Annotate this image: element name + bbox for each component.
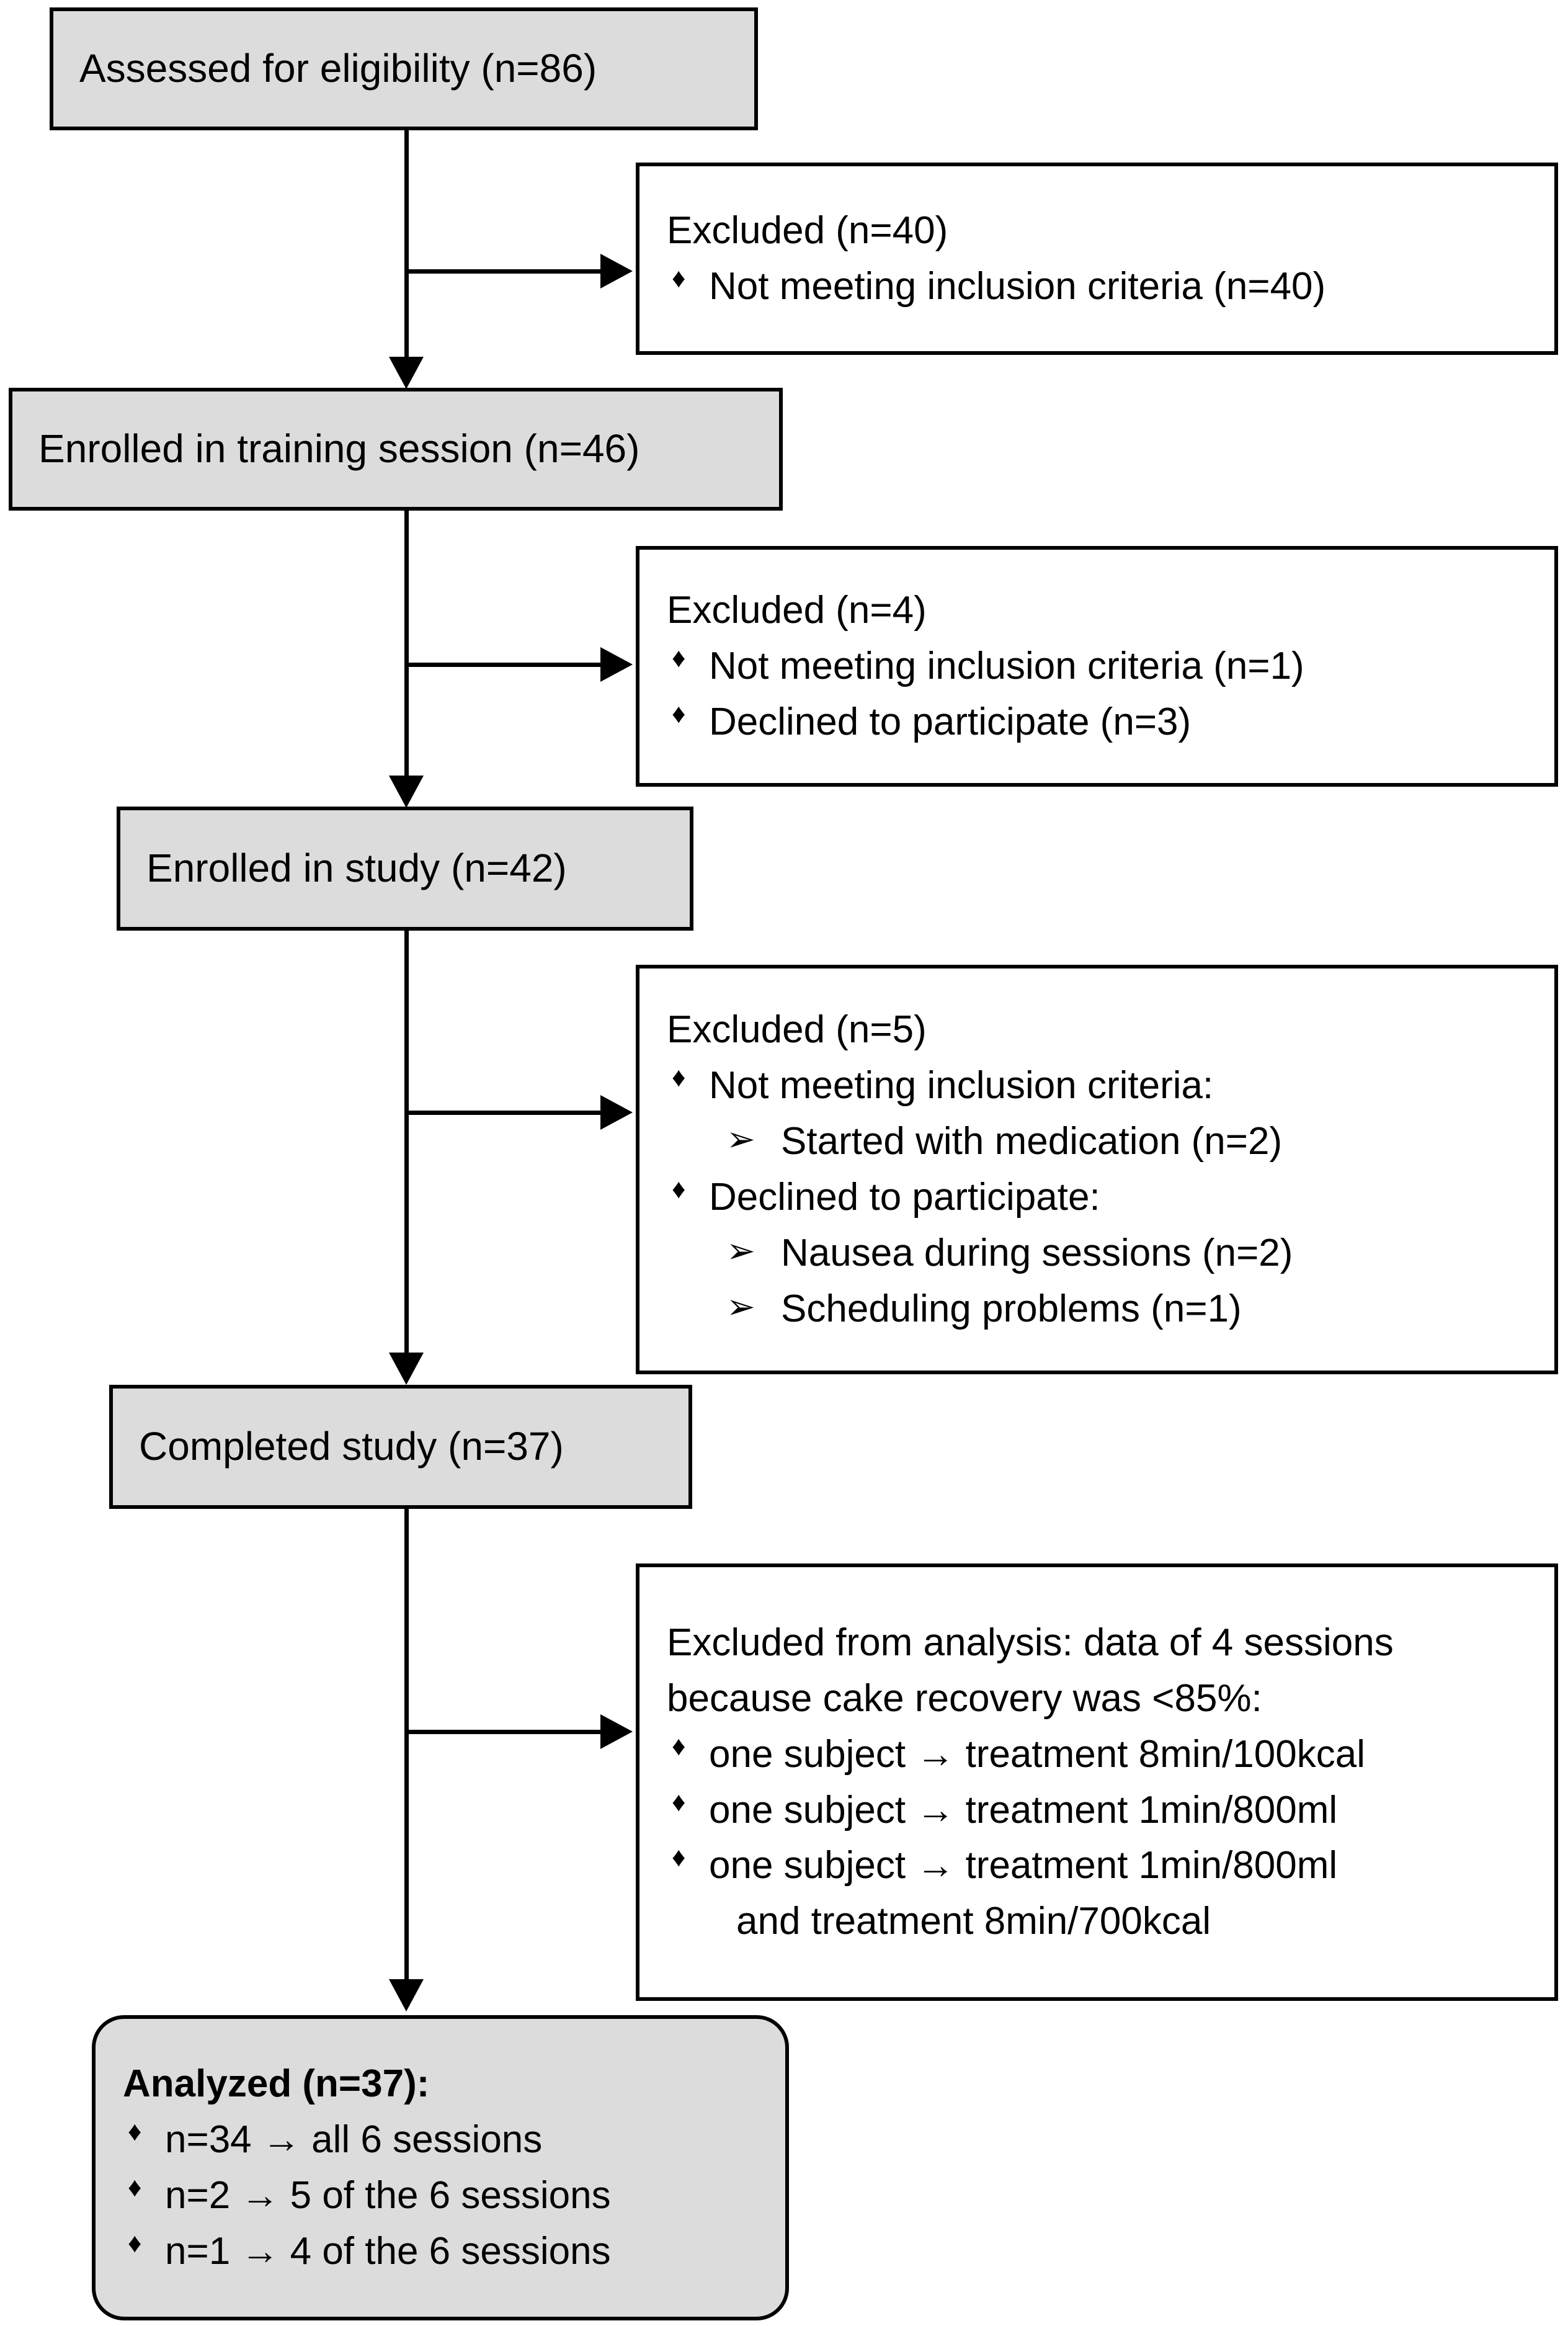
excluded-analysis-list: ♦ one subject → treatment 8min/100kcal ♦… [639,1727,1554,1894]
node-enrolled-study: Enrolled in study (n=42) [117,807,693,931]
list-item: ♦ one subject → treatment 1min/800ml [639,1783,1554,1838]
excluded-1-heading: Excluded (n=40) [667,209,948,253]
list-item-text: Declined to participate (n=3) [709,700,1192,743]
excluded-3-heading: Excluded (n=5) [667,1008,927,1052]
node-enrolled-training-label: Enrolled in training session (n=46) [38,426,640,472]
connector-arrowhead-right-1 [600,254,633,289]
list-item-text: Not meeting inclusion criteria (n=40) [709,265,1326,308]
diamond-bullet-icon: ♦ [672,643,686,674]
excluded-1-list: ♦ Not meeting inclusion criteria (n=40) [639,259,1554,315]
list-item: ♦ Declined to participate: [639,1170,1554,1225]
excluded-analysis-continuation-line: and treatment 8min/700kcal [736,1900,1211,1943]
connector-hline-1 [404,269,603,274]
list-item-text: Not meeting inclusion criteria: [709,1064,1214,1107]
connector-vline-3 [404,931,409,1372]
connector-arrowhead-right-2 [600,647,633,682]
excluded-3-list-level2-b: ➢ Nausea during sessions (n=2) ➢ Schedul… [639,1225,1554,1337]
list-item: ♦ one subject → treatment 8min/100kcal [639,1727,1554,1783]
diamond-bullet-icon: ♦ [672,1062,686,1093]
connector-arrowhead-right-3 [600,1095,633,1130]
list-item-text: Scheduling problems (n=1) [781,1287,1242,1330]
excluded-3-list-level1-b: ♦ Declined to participate: [639,1170,1554,1225]
list-item: ➢ Started with medication (n=2) [639,1114,1554,1170]
connector-vline-4 [404,1509,409,1999]
list-item-text: Declined to participate: [709,1176,1100,1219]
connector-vline-2 [404,511,409,796]
node-completed-study-label: Completed study (n=37) [139,1424,564,1469]
connector-arrowhead-down-1 [389,357,424,389]
node-completed-study: Completed study (n=37) [109,1385,692,1509]
list-item: ♦ Not meeting inclusion criteria (n=40) [639,259,1554,315]
connector-hline-3 [404,1111,603,1115]
list-item-text: one subject → treatment 1min/800ml [709,1844,1338,1887]
list-item-text: n=2 → 5 of the 6 sessions [165,2174,611,2217]
diamond-bullet-icon: ♦ [672,1174,686,1204]
list-item: ♦ n=34 → all 6 sessions [96,2112,785,2168]
list-item-text: one subject → treatment 1min/800ml [709,1788,1338,1832]
list-item: ♦ Not meeting inclusion criteria (n=1) [639,638,1554,694]
excluded-analysis-heading-line-2: because cake recovery was <85%: [667,1676,1262,1720]
arrow-bullet-icon: ➢ [726,1230,755,1270]
node-enrolled-study-label: Enrolled in study (n=42) [146,846,567,891]
connector-vline-1 [404,130,409,377]
diamond-bullet-icon: ♦ [672,263,686,293]
diamond-bullet-icon: ♦ [128,2172,142,2203]
excluded-analysis-heading-line-1: Excluded from analysis: data of 4 sessio… [667,1621,1394,1664]
node-excluded-from-analysis: Excluded from analysis: data of 4 sessio… [636,1563,1558,2001]
diamond-bullet-icon: ♦ [672,698,686,729]
connector-arrowhead-down-3 [389,1353,424,1385]
connector-hline-4 [404,1730,603,1734]
connector-arrowhead-down-2 [389,776,424,808]
list-item: ➢ Nausea during sessions (n=2) [639,1225,1554,1281]
list-item-text: Not meeting inclusion criteria (n=1) [709,645,1304,688]
list-item-text: one subject → treatment 8min/100kcal [709,1732,1365,1776]
list-item: ♦ n=1 → 4 of the 6 sessions [96,2224,785,2279]
list-item: ♦ Not meeting inclusion criteria: [639,1058,1554,1114]
excluded-2-list: ♦ Not meeting inclusion criteria (n=1) ♦… [639,638,1554,750]
excluded-3-list-level2-a: ➢ Started with medication (n=2) [639,1114,1554,1170]
node-assessed-label: Assessed for eligibility (n=86) [79,46,597,91]
excluded-3-list-level1-a: ♦ Not meeting inclusion criteria: [639,1058,1554,1114]
diamond-bullet-icon: ♦ [128,2116,142,2147]
analyzed-list: ♦ n=34 → all 6 sessions ♦ n=2 → 5 of the… [96,2112,785,2279]
node-excluded-3: Excluded (n=5) ♦ Not meeting inclusion c… [636,965,1558,1374]
excluded-2-heading: Excluded (n=4) [667,589,927,632]
list-item: ♦ n=2 → 5 of the 6 sessions [96,2168,785,2224]
connector-hline-2 [404,663,603,667]
node-excluded-1: Excluded (n=40) ♦ Not meeting inclusion … [636,163,1558,355]
list-item-text: n=34 → all 6 sessions [165,2118,543,2162]
list-item: ♦ Declined to participate (n=3) [639,694,1554,750]
diamond-bullet-icon: ♦ [672,1730,686,1761]
diamond-bullet-icon: ♦ [128,2227,142,2258]
node-excluded-2: Excluded (n=4) ♦ Not meeting inclusion c… [636,546,1558,787]
node-analyzed: Analyzed (n=37): ♦ n=34 → all 6 sessions… [92,2015,789,2320]
node-assessed-for-eligibility: Assessed for eligibility (n=86) [50,7,758,130]
connector-arrowhead-right-4 [600,1714,633,1749]
connector-arrowhead-down-4 [389,1979,424,2011]
list-item: ♦ one subject → treatment 1min/800ml [639,1838,1554,1894]
diamond-bullet-icon: ♦ [672,1786,686,1817]
arrow-bullet-icon: ➢ [726,1119,755,1159]
arrow-bullet-icon: ➢ [726,1286,755,1326]
list-item-text: Nausea during sessions (n=2) [781,1231,1293,1274]
list-item-text: Started with medication (n=2) [781,1120,1283,1163]
node-enrolled-training-session: Enrolled in training session (n=46) [9,388,783,511]
list-item-text: n=1 → 4 of the 6 sessions [165,2229,611,2273]
analyzed-heading: Analyzed (n=37): [123,2062,430,2106]
diamond-bullet-icon: ♦ [672,1842,686,1873]
list-item: ➢ Scheduling problems (n=1) [639,1281,1554,1337]
